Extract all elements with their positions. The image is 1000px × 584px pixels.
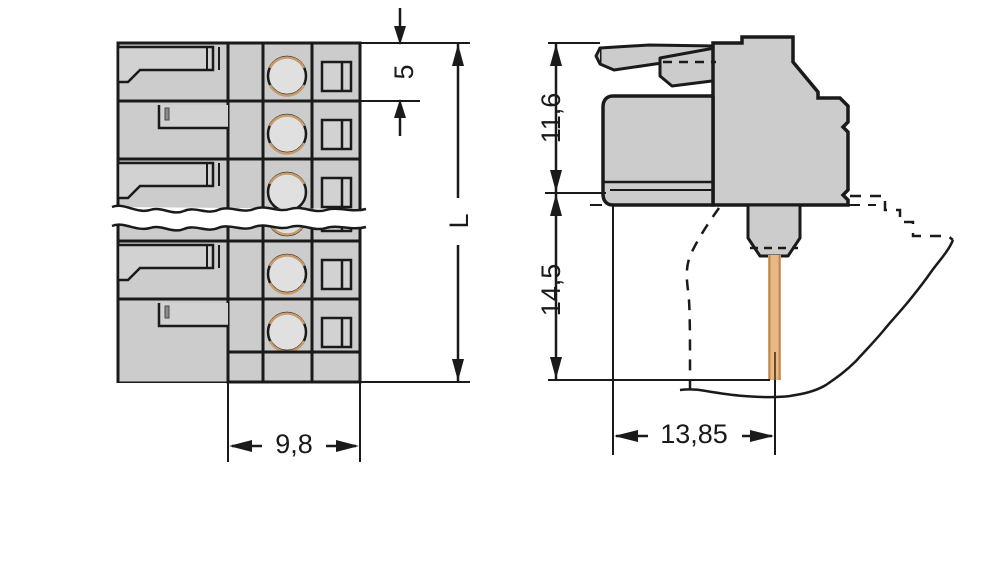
wire-entry-fill-pole-2: [159, 105, 228, 128]
front-view-dimensions: 5 L 9,8: [227, 8, 474, 462]
dim-length-arrow-top: [452, 44, 464, 66]
dimension-depth: 13,85: [612, 205, 776, 455]
break-line-upper: [111, 204, 367, 214]
opening-arc-bottom-5: [268, 282, 306, 295]
lever-pivot-arm: [658, 45, 722, 88]
opening-arc-bottom-1: [268, 84, 306, 97]
break-line-lower: [111, 223, 367, 232]
dim-lower-height-arrow-top: [550, 194, 562, 216]
solder-pin-shank: [746, 203, 802, 258]
lever-tip: [594, 47, 602, 65]
housing-body-right: [711, 35, 850, 207]
front-view: [111, 41, 367, 384]
dim-pitch-arrow-top: [394, 26, 406, 45]
dim-width-arrow-left: [229, 440, 252, 452]
test-ports-upper: [320, 60, 353, 209]
bottom-flange: [226, 350, 362, 384]
dimension-length: L: [444, 43, 474, 382]
housing-wing-left: [601, 94, 715, 207]
dim-pitch-value: 5: [389, 64, 419, 79]
dim-pitch-arrow-bottom: [394, 99, 406, 118]
test-port-6: [320, 316, 353, 349]
dim-width-value: 9,8: [275, 429, 313, 459]
opening-arc-top-5: [268, 254, 306, 267]
wire-entry-pole-2: [157, 105, 228, 130]
dim-depth-arrow-right: [750, 430, 774, 442]
opening-arc-top-2: [268, 114, 306, 127]
opening-arc-top-6: [268, 312, 306, 325]
break-outline-right-solid: [679, 239, 955, 399]
break-outline-left: [685, 207, 721, 392]
dim-lower-height-arrow-bottom: [550, 357, 562, 379]
test-port-2: [320, 118, 353, 151]
opening-arc-top-3: [268, 172, 306, 185]
dim-upper-height-arrow-bottom: [550, 170, 562, 192]
notch-marker-pole-5: [164, 305, 170, 319]
front-view-upper-block: [116, 41, 362, 215]
opening-arc-top-1: [268, 56, 306, 69]
dim-width-arrow-right: [336, 440, 359, 452]
dimension-lower-height: 14,5: [536, 193, 566, 380]
test-port-1: [320, 60, 353, 93]
dimension-pitch: 5: [389, 8, 419, 136]
break-outline-right-dashed: [850, 194, 954, 241]
operating-openings-upper: [266, 55, 308, 213]
notch-marker-pole-2: [164, 107, 170, 121]
copper-pin: [768, 255, 781, 380]
dim-length-value: L: [444, 213, 474, 228]
dim-depth-value: 13,85: [660, 419, 728, 449]
dimension-upper-height: 11,6: [536, 43, 566, 193]
dimension-width: 9,8: [227, 382, 361, 462]
wire-entry-fill-pole-5: [159, 303, 228, 326]
dim-upper-height-value: 11,6: [536, 93, 566, 144]
body-outline-upper: [116, 41, 362, 215]
side-section-view: [590, 35, 955, 399]
test-port-5: [320, 258, 353, 291]
opening-arc-bottom-2: [268, 142, 306, 155]
dim-length-arrow-bottom: [452, 359, 464, 381]
wire-entry-pole-5: [157, 303, 228, 328]
side-view-dimensions: 11,6 14,5 13,85: [536, 42, 776, 455]
test-port-3: [320, 176, 353, 209]
dim-lower-height-value: 14,5: [536, 264, 566, 317]
dim-upper-height-arrow-top: [550, 44, 562, 66]
dim-depth-arrow-left: [614, 430, 638, 442]
